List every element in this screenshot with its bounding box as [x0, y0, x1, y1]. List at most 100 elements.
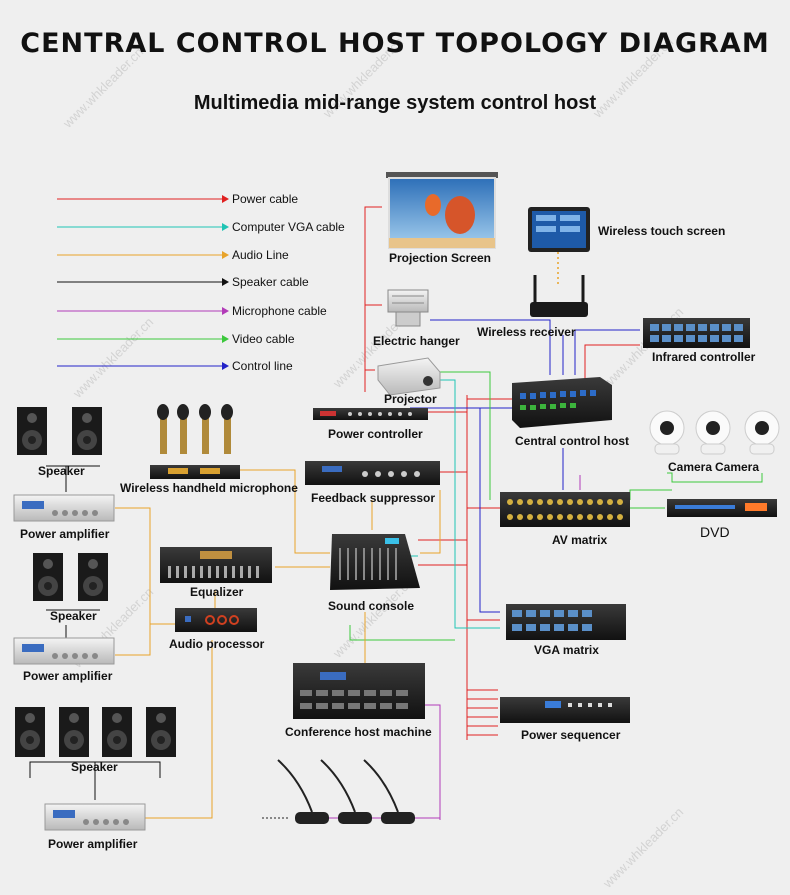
video-line-projector [440, 371, 491, 500]
legend-arrow [222, 251, 229, 259]
speaker-icon [146, 707, 176, 757]
video-line-console-vga [349, 625, 455, 641]
legend-arrow [222, 335, 229, 343]
audio-processor-label: Audio processor [169, 637, 265, 651]
audio-line-wireless-mic [225, 469, 330, 554]
vga-matrix-label: VGA matrix [534, 643, 599, 657]
audio-line-amp3 [145, 640, 213, 819]
electric-hanger-label: Electric hanger [373, 334, 460, 348]
central-control-host: Central control host [512, 377, 629, 448]
wireless-microphone: Wireless handheld microphone [120, 404, 298, 495]
legend-label: Audio Line [232, 248, 289, 262]
gooseneck-mic-icon [320, 759, 372, 824]
power-line-infrared [584, 344, 640, 392]
power-amplifier-label: Power amplifier [23, 669, 113, 683]
legend-arrow [222, 307, 229, 315]
av-matrix: AV matrix [500, 492, 630, 547]
camera-label: Camera [668, 460, 712, 474]
audio-line-amp2 [115, 624, 151, 656]
audio-line-console-feedback [420, 490, 441, 554]
legend-arrow [222, 223, 229, 231]
equalizer: Equalizer [160, 547, 272, 599]
speaker-icon [59, 707, 89, 757]
legend-label: Computer VGA cable [232, 220, 345, 234]
camera-icon [695, 410, 731, 455]
speaker-icon [78, 553, 108, 601]
power-amplifier-label: Power amplifier [48, 837, 138, 851]
power-line-screen [364, 206, 382, 392]
av-matrix-label: AV matrix [552, 533, 607, 547]
wireless-receiver: Wireless receiver [477, 275, 588, 339]
speaker-group-1: Speaker [17, 407, 102, 478]
speaker-group-3: Speaker [15, 707, 176, 774]
speaker-group-2: Speaker [33, 553, 108, 623]
speaker-icon [33, 553, 63, 601]
speaker-icon [72, 407, 102, 455]
legend-arrow [222, 195, 229, 203]
legend: Power cable Computer VGA cable Audio Lin… [57, 192, 345, 373]
equalizer-label: Equalizer [190, 585, 244, 599]
camera-label: Camera [715, 460, 759, 474]
audio-processor: Audio processor [169, 608, 265, 651]
speaker-label: Speaker [38, 464, 85, 478]
wireless-touch-screen-label: Wireless touch screen [598, 224, 725, 238]
conference-host-label: Conference host machine [285, 725, 432, 739]
control-line-vgamatrix [479, 408, 500, 613]
power-amplifier-2: Power amplifier [13, 637, 115, 683]
camera-icon [744, 410, 780, 455]
vga-line-projector [440, 379, 500, 629]
legend-arrow [222, 278, 229, 286]
power-amplifier-3: Power amplifier [44, 803, 146, 851]
legend-label: Video cable [232, 332, 295, 346]
control-line-hanger [430, 319, 551, 375]
projector-label: Projector [384, 392, 437, 406]
mic-line-conference [425, 704, 441, 820]
sound-console-label: Sound console [328, 599, 414, 613]
legend-item-microphone: Microphone cable [57, 304, 327, 318]
infrared-controller: Infrared controller [643, 318, 756, 364]
wireless-touch-screen: Wireless touch screen [528, 207, 725, 252]
speaker-label: Speaker [50, 609, 97, 623]
video-line-cam-av [629, 489, 672, 500]
legend-item-control: Control line [57, 359, 293, 373]
speaker-icon [15, 707, 45, 757]
wireless-microphone-label: Wireless handheld microphone [120, 481, 298, 495]
legend-label: Control line [232, 359, 293, 373]
legend-label: Microphone cable [232, 304, 327, 318]
legend-item-vga: Computer VGA cable [57, 220, 345, 234]
vga-matrix: VGA matrix [506, 604, 626, 657]
speaker-icon [102, 707, 132, 757]
conference-microphones [262, 759, 440, 824]
speaker-label: Speaker [71, 760, 118, 774]
gooseneck-mic-icon [363, 759, 415, 824]
control-line-infrared [574, 329, 640, 375]
page-subtitle: Multimedia mid-range system control host [193, 92, 597, 114]
feedback-suppressor-label: Feedback suppressor [311, 491, 435, 505]
infrared-controller-label: Infrared controller [652, 350, 756, 364]
connections [29, 206, 763, 820]
power-controller-label: Power controller [328, 427, 423, 441]
power-sequencer: Power sequencer [500, 697, 630, 742]
central-control-host-label: Central control host [515, 434, 629, 448]
legend-item-speaker: Speaker cable [57, 275, 309, 289]
audio-line-amp1 [115, 507, 175, 625]
electric-hanger: Electric hanger [373, 289, 460, 348]
legend-label: Speaker cable [232, 275, 309, 289]
dvd-player: DVD [667, 499, 777, 540]
legend-label: Power cable [232, 192, 298, 206]
gooseneck-mic-icon [277, 759, 329, 824]
power-amplifier-label: Power amplifier [20, 527, 110, 541]
sound-console: Sound console [328, 534, 420, 613]
legend-arrow [222, 362, 229, 370]
legend-item-audio: Audio Line [57, 248, 289, 262]
power-controller: Power controller [313, 408, 428, 441]
power-amplifier-1: Power amplifier [13, 494, 115, 541]
power-sequencer-label: Power sequencer [521, 728, 621, 742]
video-line-cameras [667, 472, 763, 483]
camera-group: Camera Camera [649, 410, 780, 474]
dvd-label: DVD [700, 524, 730, 540]
projection-screen: Projection Screen [386, 172, 498, 265]
camera-icon [649, 410, 685, 455]
feedback-suppressor: Feedback suppressor [305, 461, 440, 505]
